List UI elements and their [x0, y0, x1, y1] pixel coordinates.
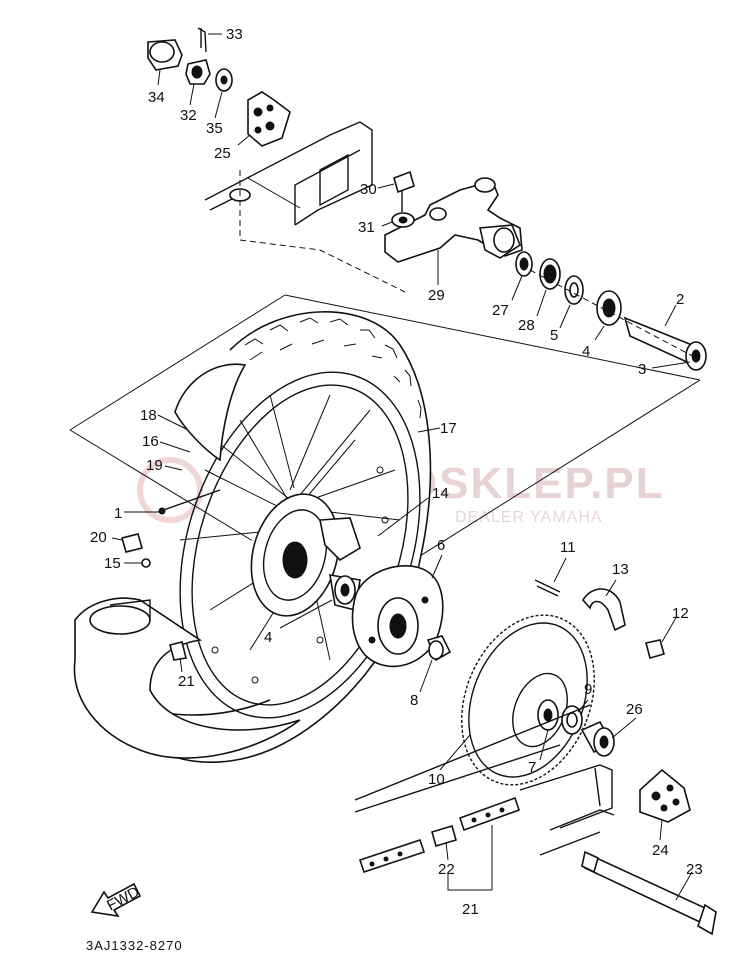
callout-17: 17 [440, 420, 457, 437]
callout-3: 3 [638, 361, 646, 378]
axle-nut [185, 59, 211, 85]
callout-19: 19 [146, 457, 163, 474]
bracket-bolt [393, 170, 415, 212]
callout-13: 13 [612, 561, 629, 578]
bracket-washer [391, 212, 415, 228]
brake-disc-flange [351, 565, 444, 668]
sprocket-bolt [534, 579, 561, 597]
forward-arrow: FWD [90, 882, 142, 918]
rim-lock-bolt [157, 489, 221, 515]
chain-adjuster-plate [247, 91, 291, 147]
callout-25: 24 [652, 842, 669, 859]
callout-30: 29 [428, 287, 445, 304]
forward-label: FWD [104, 883, 142, 914]
callout-21: 21 [178, 673, 195, 690]
rear-axle [581, 850, 717, 936]
callout-14: 14 [432, 485, 449, 502]
callout-22: 21 [462, 901, 479, 918]
callout-5: 5 [550, 327, 558, 344]
callout-24: 23 [686, 861, 703, 878]
callout-33: 32 [180, 107, 197, 124]
callout-6: 6 [437, 537, 445, 554]
hub-group-frame [69, 294, 701, 601]
spoke-nipple [141, 558, 151, 568]
bearing-top [596, 290, 622, 326]
inner-tube [73, 597, 301, 759]
sprocket-spacer [580, 720, 615, 757]
lock-washer-plate [582, 588, 626, 632]
callout-34: 33 [226, 26, 243, 43]
axle-spacer-tube [623, 316, 707, 371]
collar [515, 251, 533, 277]
flange-collar [426, 635, 452, 662]
brake-caliper-bracket [384, 177, 523, 263]
watermark-tagline: DEALER YAMAHA [455, 509, 603, 526]
callout-31: 30 [360, 181, 377, 198]
drawing-code: 3AJ1332-8270 [86, 938, 183, 953]
callout-1: 1 [114, 505, 122, 522]
washer [215, 68, 233, 92]
leader-lines [111, 33, 693, 901]
callout-23: 22 [438, 861, 455, 878]
callout-11: 11 [560, 539, 576, 556]
swingarm-end [204, 121, 406, 293]
callout-36: 35 [206, 120, 223, 137]
callout-10: 10 [428, 771, 445, 788]
callout-35: 34 [148, 89, 165, 106]
oil-seal [539, 258, 561, 290]
callout-28: 27 [492, 302, 509, 319]
callout-9: 9 [584, 681, 592, 698]
callout-labels: 33 34 32 35 25 30 31 29 27 28 5 4 2 3 17… [90, 26, 703, 918]
chain-adjuster-plate-lower [639, 768, 691, 823]
callout-2: 2 [676, 291, 684, 308]
spacer-5 [564, 275, 584, 305]
cotter-pin [197, 27, 207, 53]
callout-4-top: 4 [582, 343, 590, 360]
sprocket-collar [561, 705, 583, 735]
callout-29: 28 [518, 317, 535, 334]
callout-18: 18 [140, 407, 157, 424]
valve-cap [169, 641, 187, 661]
callout-26: 25 [214, 145, 231, 162]
axle-cap [147, 39, 183, 71]
callout-27: 26 [626, 701, 643, 718]
tyre-tread [244, 317, 422, 419]
swingarm-lower [354, 704, 615, 856]
callout-16: 16 [142, 433, 159, 450]
hub-bearing-4 [334, 575, 356, 605]
rim-lock-nut [121, 533, 143, 553]
callout-32: 31 [358, 219, 375, 236]
callout-8: 8 [410, 692, 418, 709]
drive-chain [358, 796, 521, 874]
axle-line [529, 269, 701, 361]
callout-7: 7 [528, 759, 536, 776]
sprocket-nut [645, 639, 665, 659]
callout-12: 12 [672, 605, 689, 622]
callout-20: 20 [90, 529, 107, 546]
callout-4-hub: 4 [264, 629, 272, 646]
callout-15: 15 [104, 555, 121, 572]
